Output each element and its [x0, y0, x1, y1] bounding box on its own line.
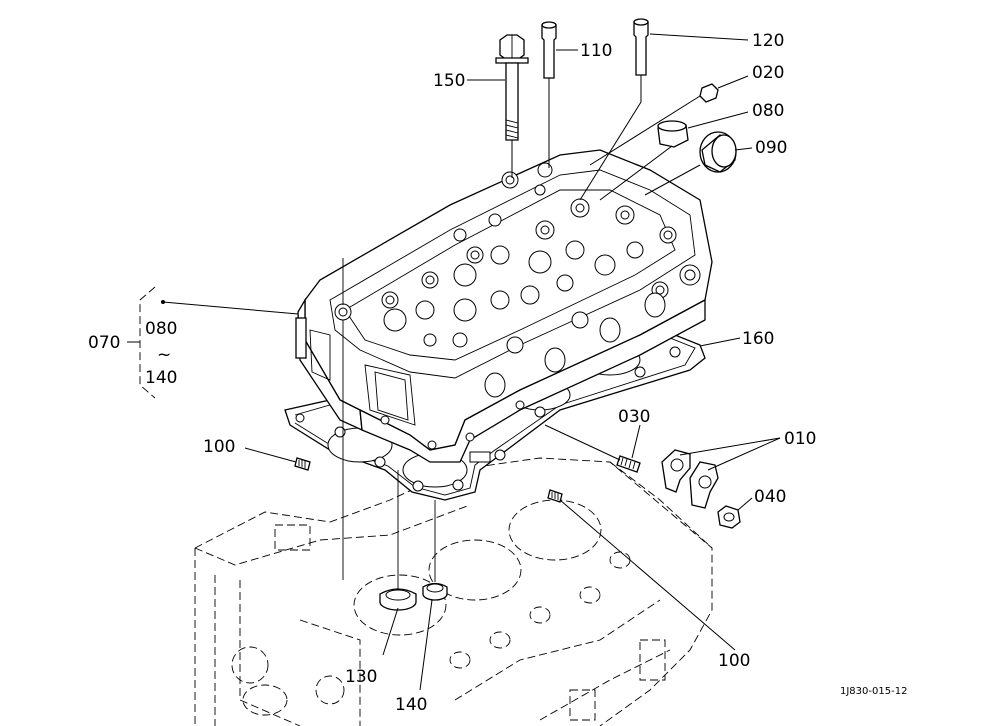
ring-140 [422, 582, 448, 601]
dowel-pipe-110 [541, 21, 557, 168]
label-100-bottom: 100 [718, 651, 750, 671]
hook-010-a [661, 449, 691, 493]
label-100-left: 100 [203, 437, 235, 457]
label-160: 160 [742, 329, 774, 349]
label-020: 020 [752, 63, 784, 83]
label-140-bottom: 140 [395, 695, 427, 715]
hook-010-b [689, 461, 719, 509]
stud-100-bottom [547, 489, 563, 503]
head-bolt-150 [495, 34, 529, 178]
nut-040 [717, 505, 741, 529]
label-120: 120 [752, 31, 784, 51]
plug-090 [644, 131, 737, 196]
plug-020 [589, 83, 719, 166]
label-140-group: 140 [145, 368, 177, 388]
label-130: 130 [345, 667, 377, 687]
dowel-pipe-120 [579, 18, 649, 201]
label-010: 010 [784, 429, 816, 449]
label-150: 150 [433, 71, 465, 91]
leader-dot [161, 300, 165, 304]
part-labels: 150 110 120 020 080 090 070 080 ~ 140 16… [88, 31, 907, 715]
label-040: 040 [754, 487, 786, 507]
label-080-top: 080 [752, 101, 784, 121]
stud-100-left [294, 457, 311, 471]
plug-080 [599, 120, 689, 201]
stud-030 [544, 424, 641, 473]
drawing-code: 1J830-015-12 [840, 686, 907, 697]
label-080-group: 080 [145, 319, 177, 339]
cylinder-head [295, 149, 713, 463]
label-030: 030 [618, 407, 650, 427]
label-110: 110 [580, 41, 612, 61]
leader-lines [127, 33, 781, 691]
ring-130 [379, 588, 417, 611]
label-070: 070 [88, 333, 120, 353]
label-tilde: ~ [157, 345, 171, 365]
label-090: 090 [755, 138, 787, 158]
